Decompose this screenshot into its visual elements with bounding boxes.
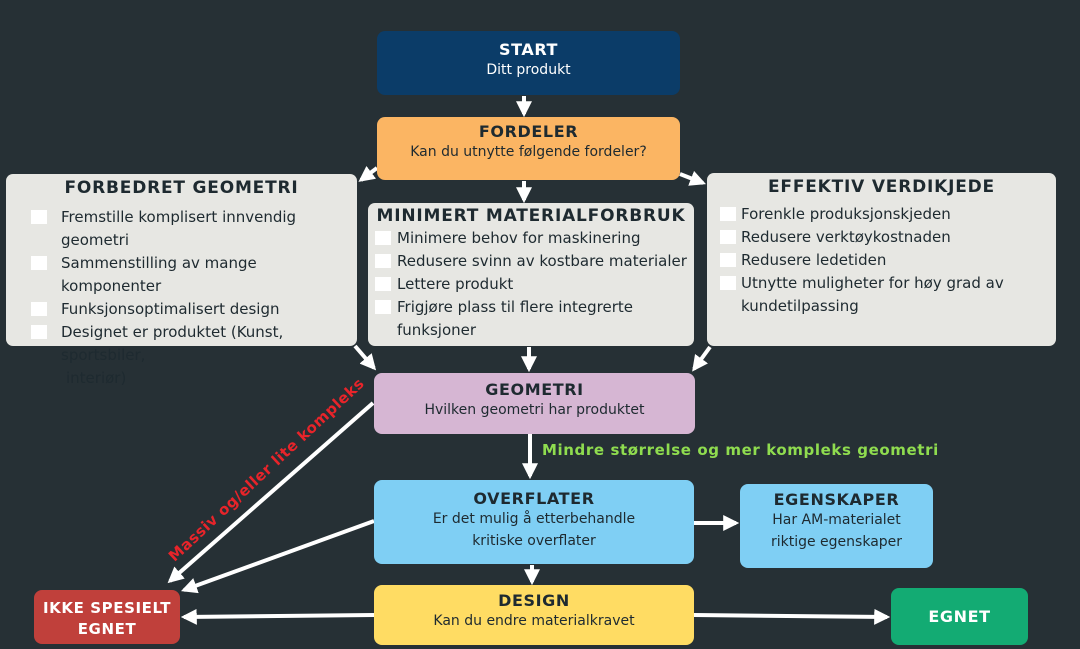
checkbox-icon (720, 207, 736, 221)
ikke-spesielt-egnet-node: IKKE SPESIELT EGNET (34, 590, 180, 644)
list-item-label: Lettere produkt (397, 275, 514, 293)
start-subtitle: Ditt produkt (486, 62, 571, 78)
checkbox-icon (375, 300, 391, 314)
egenskaper-line2: riktige egenskaper (770, 534, 903, 550)
minimert-materialforbruk-title: MINIMERT MATERIALFORBRUK (376, 206, 686, 226)
start-title: START (498, 40, 559, 59)
list-item: Fremstille komplisert innvendig geometri (31, 206, 357, 252)
arrow-forbedret-geometri (353, 344, 377, 371)
list-item-continued: kundetilpassing (720, 295, 1056, 318)
arrow-fordeler-forbedret (358, 165, 379, 182)
list-item-continued: interiør) (31, 367, 357, 390)
arrow-design-ikke (180, 608, 375, 625)
list-item-label: Designet er produktet (Kunst, sportsbile… (61, 323, 284, 364)
list-item: Forenkle produksjonskjeden (720, 203, 1056, 226)
list-item: Sammenstilling av mange komponenter (31, 252, 357, 298)
list-item-label: Redusere verktøykostnaden (741, 228, 951, 246)
list-item-label: Forenkle produksjonskjeden (741, 205, 951, 223)
checkbox-icon (31, 325, 47, 339)
list-item-label: interiør) (66, 369, 127, 387)
list-item-label: kundetilpassing (741, 297, 859, 315)
list-item: Funksjonsoptimalisert design (31, 298, 357, 321)
forbedret-geometri-panel: FORBEDRET GEOMETRI Fremstille komplisert… (6, 174, 357, 387)
checkbox-icon (720, 253, 736, 267)
arrow-effektiv-geometri (692, 345, 712, 372)
checkbox-icon (375, 231, 391, 245)
egnet-node: EGNET (891, 588, 1028, 645)
arrow-geometri-ikke (167, 401, 375, 584)
list-item-label: Frigjøre plass til flere integrerte (397, 298, 633, 316)
egnet-title: EGNET (928, 607, 991, 626)
list-item: Utnytte muligheter for høy grad av (720, 272, 1056, 295)
list-item: Frigjøre plass til flere integrerte (375, 296, 694, 319)
list-item-label: Minimere behov for maskinering (397, 229, 641, 247)
egenskaper-node: EGENSKAPER Har AM-materialet riktige ege… (740, 484, 933, 568)
geometri-title: GEOMETRI (485, 380, 584, 399)
egenskaper-title: EGENSKAPER (773, 490, 900, 509)
checkbox-icon (720, 276, 736, 290)
checkbox-icon (375, 254, 391, 268)
geometri-node: GEOMETRI Hvilken geometri har produktet (374, 373, 695, 434)
fordeler-title: FORDELER (478, 122, 579, 141)
list-item: Redusere ledetiden (720, 249, 1056, 272)
list-item: Lettere produkt (375, 273, 694, 296)
ikke-line1: IKKE SPESIELT (42, 599, 172, 617)
design-node: DESIGN Kan du endre materialkravet (374, 585, 694, 645)
fordeler-node: FORDELER Kan du utnytte følgende fordele… (377, 117, 680, 180)
list-item-label: Utnytte muligheter for høy grad av (741, 274, 1004, 292)
overflater-line1: Er det mulig å etterbehandle (432, 511, 636, 527)
checkbox-icon (31, 210, 47, 224)
egenskaper-line1: Har AM-materialet (772, 512, 901, 528)
overflater-node: OVERFLATER Er det mulig å etterbehandle … (374, 480, 694, 564)
checkbox-icon (31, 302, 47, 316)
list-item: Redusere svinn av kostbare materialer (375, 250, 694, 273)
fordeler-subtitle: Kan du utnytte følgende fordeler? (410, 144, 647, 160)
list-item-label: Sammenstilling av mange komponenter (61, 254, 257, 295)
list-item-label: Funksjonsoptimalisert design (61, 300, 280, 318)
minimert-materialforbruk-panel: MINIMERT MATERIALFORBRUK Minimere behov … (368, 203, 694, 346)
list-item-label: Redusere ledetiden (741, 251, 887, 269)
checkbox-icon (31, 256, 47, 270)
start-node: START Ditt produkt (377, 31, 680, 95)
geometri-subtitle: Hvilken geometri har produktet (424, 402, 645, 418)
list-item-label: Fremstille komplisert innvendig geometri (61, 208, 297, 249)
effektiv-verdikjede-panel: EFFEKTIV VERDIKJEDE Forenkle produksjons… (707, 173, 1056, 346)
checkbox-icon (375, 277, 391, 291)
list-item-continued: funksjoner (375, 319, 694, 342)
forbedret-geometri-title: FORBEDRET GEOMETRI (64, 178, 299, 198)
list-item: Redusere verktøykostnaden (720, 226, 1056, 249)
arrow-fordeler-effektiv (679, 170, 706, 186)
design-title: DESIGN (498, 591, 570, 610)
design-subtitle: Kan du endre materialkravet (433, 613, 635, 629)
list-item: Minimere behov for maskinering (375, 227, 694, 250)
arrow-overflater-ikke (180, 519, 375, 594)
effektiv-verdikjede-title: EFFEKTIV VERDIKJEDE (768, 177, 995, 197)
checkbox-icon (720, 230, 736, 244)
overflater-title: OVERFLATER (473, 489, 595, 508)
green-path-label: Mindre størrelse og mer kompleks geometr… (542, 441, 939, 459)
ikke-line2: EGNET (77, 620, 137, 638)
list-item-label: funksjoner (397, 321, 477, 339)
list-item-label: Redusere svinn av kostbare materialer (397, 252, 687, 270)
arrow-design-egnet (693, 608, 891, 625)
list-item: Designet er produktet (Kunst, sportsbile… (31, 321, 357, 367)
overflater-line2: kritiske overflater (472, 533, 596, 549)
